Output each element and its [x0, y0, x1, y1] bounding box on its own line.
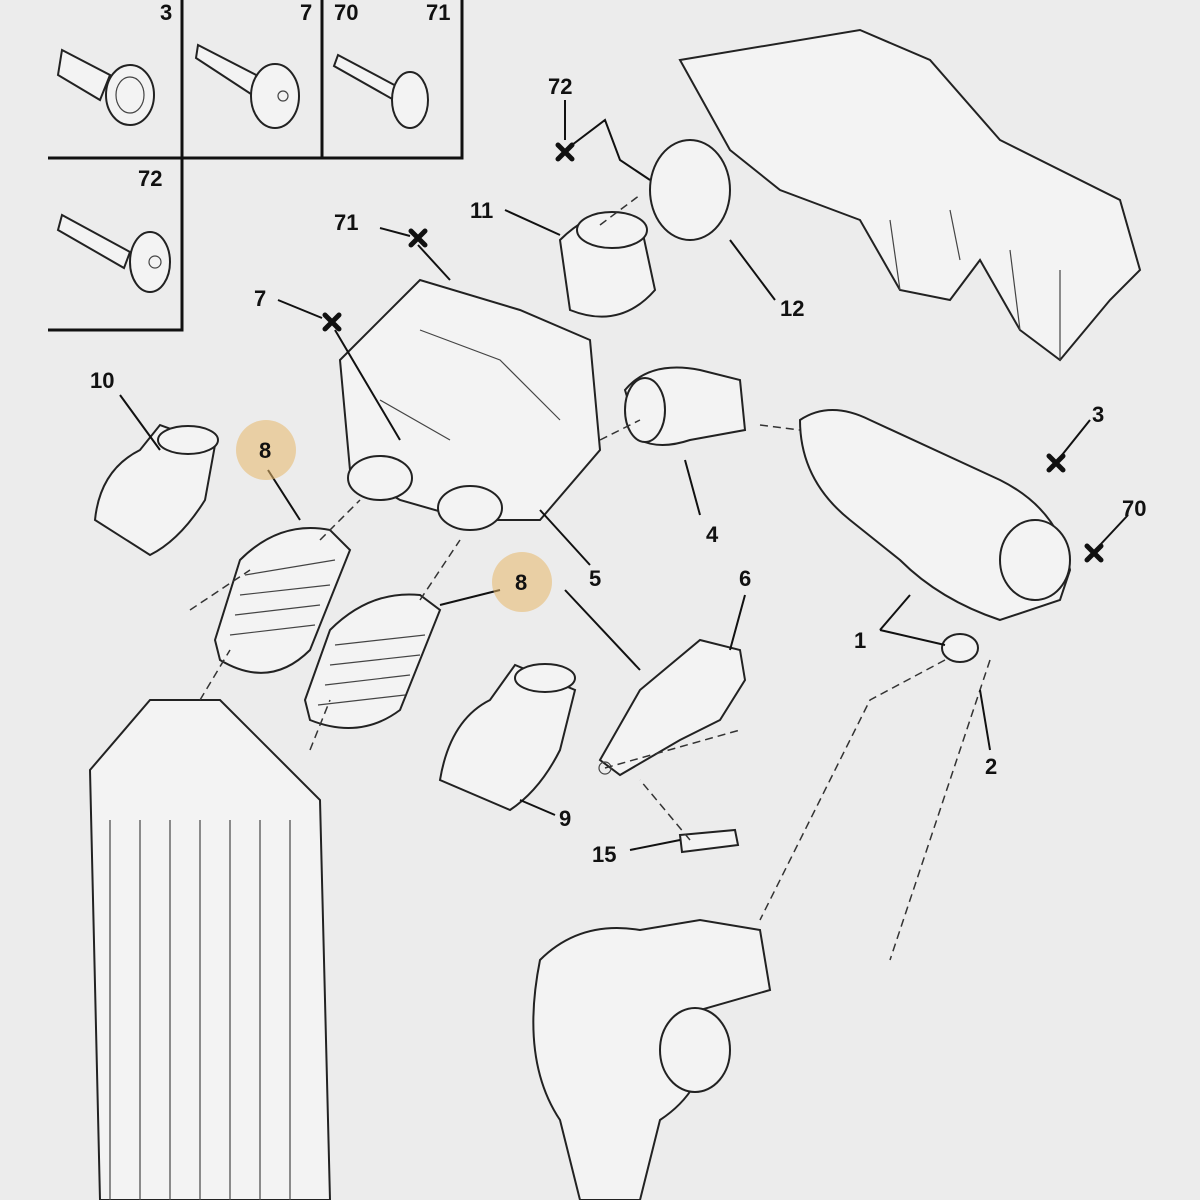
bracket-6 [598, 638, 747, 777]
callout-6: 6 [739, 566, 751, 591]
highlight-8-left [236, 420, 296, 480]
intake-manifold [649, 28, 1142, 362]
bellows-hose-8-right [303, 593, 442, 729]
callout-8-left: 8 [259, 438, 271, 463]
callout-4: 4 [706, 522, 719, 547]
intake-pipe-1 [798, 409, 1072, 663]
cross-marker-7 [322, 312, 342, 332]
bolt-icon-7 [194, 43, 300, 129]
throttle-body [338, 278, 602, 531]
callout-8-right: 8 [515, 570, 527, 595]
box-label-7: 7 [300, 0, 312, 25]
seal-ring-2 [941, 633, 979, 663]
fastener-markers [322, 142, 1104, 563]
intercooler [88, 699, 332, 1200]
leader-lines [119, 100, 1129, 851]
cross-marker-70 [1084, 543, 1104, 563]
cross-marker-72 [555, 142, 575, 162]
bolt-icon-70 [332, 53, 429, 129]
hose-11 [558, 211, 657, 318]
hose-9 [438, 663, 577, 812]
turbocharger [532, 918, 772, 1200]
callout-71: 71 [334, 210, 358, 235]
callout-labels: 72 11 71 12 7 10 8 8 4 3 5 6 70 1 2 9 15 [90, 74, 1146, 867]
cross-marker-3 [1046, 453, 1066, 473]
box-label-71: 71 [426, 0, 450, 25]
bellows-hose-8-left [213, 527, 352, 674]
callout-7: 7 [254, 286, 266, 311]
stud-15 [678, 828, 740, 854]
hose-10 [93, 423, 219, 557]
callout-1: 1 [854, 628, 866, 653]
highlight-8-right [492, 552, 552, 612]
bolt-icon-72 [56, 213, 171, 293]
elbow-hose-4 [623, 366, 747, 446]
assembly-lines [189, 194, 991, 961]
cross-marker-71 [408, 228, 428, 248]
callout-2: 2 [985, 754, 997, 779]
callout-3: 3 [1092, 402, 1104, 427]
callout-11: 11 [470, 198, 493, 223]
callout-12: 12 [780, 296, 804, 321]
callout-72: 72 [548, 74, 572, 99]
callout-5: 5 [589, 566, 601, 591]
bolt-icon-3 [56, 48, 155, 126]
callout-15: 15 [592, 842, 616, 867]
box-label-3: 3 [160, 0, 172, 25]
callout-70: 70 [1122, 496, 1146, 521]
box-label-72: 72 [138, 166, 162, 191]
fastener-legend: 3 7 70 71 72 [48, 0, 464, 332]
callout-10: 10 [90, 368, 114, 393]
callout-9: 9 [559, 806, 571, 831]
box-label-70: 70 [334, 0, 358, 25]
